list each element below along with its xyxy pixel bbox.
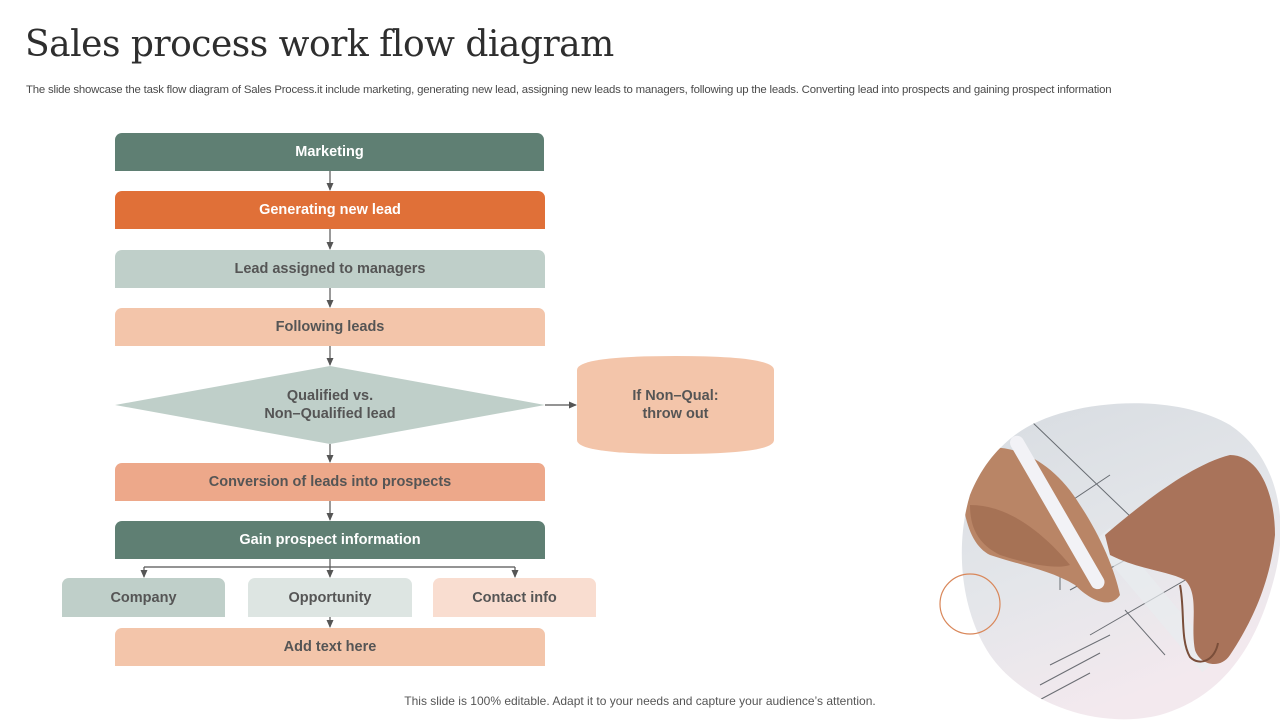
- decision-line-2: Non–Qualified lead: [264, 406, 396, 422]
- decision-label: Qualified vs. Non–Qualified lead: [115, 366, 545, 444]
- branch-company: Company: [62, 578, 225, 617]
- step-conversion: Conversion of leads into prospects: [115, 463, 545, 501]
- branch-label: Opportunity: [288, 589, 372, 606]
- step-label: Marketing: [295, 144, 364, 160]
- footer-note: This slide is 100% editable. Adapt it to…: [404, 694, 876, 708]
- branch-label: Company: [110, 589, 177, 606]
- accent-ring: [939, 573, 1001, 635]
- branch-contact-info: Contact info: [433, 578, 596, 617]
- reject-cylinder: [577, 356, 774, 454]
- step-label: Conversion of leads into prospects: [208, 474, 452, 490]
- reject-line-1: If Non–Qual:: [632, 388, 719, 404]
- step-following-leads: Following leads: [115, 308, 545, 346]
- slide-title: Sales process work flow diagram: [25, 24, 614, 65]
- decision-line-1: Qualified vs.: [286, 388, 374, 404]
- step-label: Gain prospect information: [239, 532, 421, 548]
- decision-diamond: [115, 366, 545, 444]
- step-label: Generating new lead: [259, 202, 401, 218]
- branch-opportunity: Opportunity: [248, 578, 412, 617]
- step-label: Lead assigned to managers: [234, 261, 426, 277]
- step-label: Following leads: [275, 319, 385, 335]
- slide-subtitle: The slide showcase the task flow diagram…: [26, 84, 1112, 96]
- hands-drawing-blueprint-photo: [939, 403, 1280, 720]
- step-gain-prospect-info: Gain prospect information: [115, 521, 545, 559]
- step-marketing: Marketing: [115, 133, 544, 171]
- branch-label: Contact info: [472, 589, 557, 606]
- reject-label: If Non–Qual: throw out: [577, 356, 774, 454]
- step-generating-new-lead: Generating new lead: [115, 191, 545, 229]
- step-lead-assigned: Lead assigned to managers: [115, 250, 545, 288]
- step-add-text: Add text here: [115, 628, 545, 666]
- step-label: Add text here: [283, 639, 377, 655]
- reject-line-2: throw out: [642, 406, 709, 422]
